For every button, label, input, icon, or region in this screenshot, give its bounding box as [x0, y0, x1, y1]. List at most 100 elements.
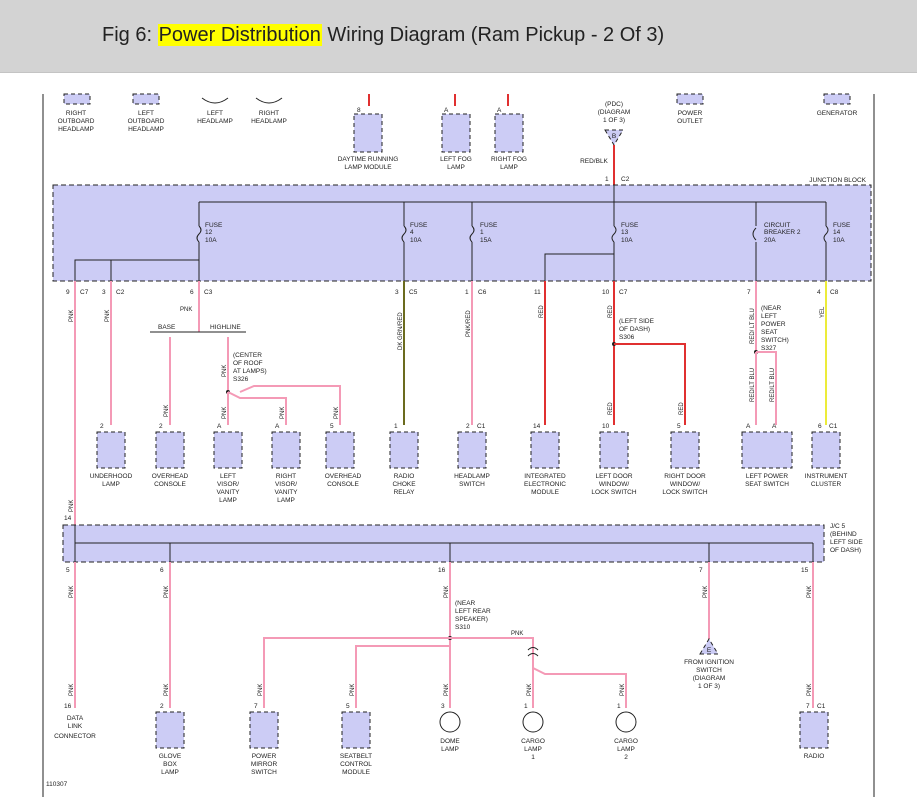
lseat-l1: LEFT POWER: [746, 473, 788, 480]
pdc-pin: 1: [605, 176, 609, 183]
lfog-label-2: LAMP: [447, 164, 465, 171]
jc5-out-2: 16: [438, 567, 446, 574]
fuse12-l1: FUSE: [205, 222, 223, 229]
wire-ldoor-label-2: RED: [608, 402, 614, 415]
fuse4-symbol: [401, 225, 407, 243]
fuse1-l1: FUSE: [480, 222, 498, 229]
wire-c3-label: PNK: [180, 307, 192, 313]
junction-block: JUNCTION BLOCK FUSE 12 10A FUSE 4 10A FU…: [52, 177, 872, 282]
ign-l3: (DIAGRAM: [693, 675, 726, 682]
underhood-pin: 2: [100, 423, 104, 430]
rvisor-l2: VISOR/: [275, 481, 297, 488]
glove-l3: LAMP: [161, 769, 179, 776]
fuse13-l3: 10A: [621, 237, 633, 244]
ldoor-l1: LEFT DOOR: [595, 473, 632, 480]
jc5-l4: OF DASH): [830, 547, 861, 554]
cluster-l1: INSTRUMENT: [805, 473, 848, 480]
wire-ohc-high-label: PNK: [334, 407, 340, 419]
lh-outboard-label-1: LEFT: [138, 110, 154, 117]
mirror-box: [249, 711, 279, 749]
ohc-base-pin: 2: [159, 423, 163, 430]
s310-l1: (NEAR: [455, 600, 476, 607]
wire-glove-label: PNK: [164, 586, 170, 598]
jc5-l1: J/C 5: [830, 523, 846, 530]
ohc-high-l2: CONSOLE: [327, 481, 359, 488]
rdoor-pin: 5: [677, 423, 681, 430]
lseat-l2: SEAT SWITCH: [745, 481, 789, 488]
drl-pin: 8: [357, 107, 361, 114]
out-conn-3: C5: [409, 289, 418, 296]
ign-connector-triangle: [699, 638, 719, 655]
dome-l1: DOME: [440, 738, 460, 745]
out-conn-8: C8: [830, 289, 839, 296]
wire-rdoor: [614, 343, 686, 425]
radio-choke-l3: RELAY: [394, 489, 415, 496]
ohc-base-l1: OVERHEAD: [152, 473, 189, 480]
out-pin-0: 9: [66, 289, 70, 296]
rvisor-l3: VANITY: [275, 489, 299, 496]
top-components: RIGHT OUTBOARD HEADLAMP LEFT OUTBOARD HE…: [58, 93, 858, 185]
fuse14-l3: 10A: [833, 237, 845, 244]
rh-outboard-box: [63, 93, 91, 105]
fuse13-symbol: [611, 225, 617, 243]
lfog-box: [441, 113, 471, 153]
iem-l3: MODULE: [531, 489, 559, 496]
dome-lamp-symbol: [439, 711, 461, 733]
cargo2-l2: LAMP: [617, 746, 635, 753]
underhood-box: [96, 431, 126, 469]
rh-outboard-label-3: HEADLAMP: [58, 126, 94, 133]
jc5-in-pin: 14: [64, 515, 72, 522]
pdc-connector-triangle: [604, 129, 624, 146]
cargo2-pin: 1: [617, 703, 621, 710]
header-bar: Fig 6: Power Distribution Wiring Diagram…: [0, 0, 917, 73]
wire-dlc-label-2: PNK: [69, 684, 75, 696]
ohc-high-l1: OVERHEAD: [325, 473, 362, 480]
out-conn-0: C7: [80, 289, 89, 296]
s327-l3: POWER: [761, 321, 786, 328]
lh-outboard-label-2: OUTBOARD: [128, 118, 165, 125]
wire-hl-switch-label: PNK/RED: [466, 310, 472, 337]
bottom-wires: PNK PNK PNK PNK PNK PNK (NEAR LEFT REAR …: [69, 562, 814, 708]
mirror-l2: MIRROR: [251, 761, 278, 768]
wire-seatbelt-label: PNK: [350, 684, 356, 696]
ldoor-pin: 10: [602, 423, 610, 430]
out-pin-3: 3: [395, 289, 399, 296]
pdc-conn: C2: [621, 176, 630, 183]
lfog-pin: A: [444, 107, 449, 114]
out-conn-6: C7: [619, 289, 628, 296]
s326-l1: (CENTER: [233, 352, 262, 359]
ign-connector-letter: E: [707, 647, 712, 654]
wire-radio-label-2: PNK: [807, 684, 813, 696]
hl-switch-conn: C1: [477, 423, 486, 430]
left-hl-label-1: LEFT: [207, 110, 223, 117]
hl-switch-box: [457, 431, 487, 469]
radio-pin: 7: [806, 703, 810, 710]
s327-l6: S327: [761, 345, 777, 352]
pdc-label-2: (DIAGRAM: [598, 109, 631, 116]
wire-lseat-branch: [755, 351, 777, 425]
s306-l1: (LEFT SIDE: [619, 318, 655, 325]
jc5-out-0: 5: [66, 567, 70, 574]
wire-highline-label: PNK: [222, 365, 228, 377]
radio-choke-l2: CHOKE: [392, 481, 416, 488]
out-pin-7: 7: [747, 289, 751, 296]
lseat-box: [741, 431, 793, 469]
fuse12-l2: 12: [205, 229, 213, 236]
underhood-l1: UNDERHOOD: [90, 473, 133, 480]
fuse13-l1: FUSE: [621, 222, 639, 229]
iem-pin: 14: [533, 423, 541, 430]
wire-s326-branch: [227, 385, 341, 425]
hl-switch-l1: HEADLAMP: [454, 473, 490, 480]
right-hl-label-1: RIGHT: [259, 110, 279, 117]
rvisor-pin: A: [275, 423, 280, 430]
cargo1-lamp-symbol: [522, 711, 544, 733]
radio-l1: RADIO: [804, 753, 825, 760]
pdc-wire-label: RED/BLK: [580, 158, 608, 165]
dome-pin: 3: [441, 703, 445, 710]
lvisor-l3: VANITY: [217, 489, 241, 496]
radio-choke-l1: RADIO: [394, 473, 415, 480]
jb-f13-bus: [544, 242, 615, 281]
drl-label-1: DAYTIME RUNNING: [338, 156, 399, 163]
seatbelt-l1: SEATBELT: [340, 753, 372, 760]
mirror-l1: POWER: [252, 753, 277, 760]
